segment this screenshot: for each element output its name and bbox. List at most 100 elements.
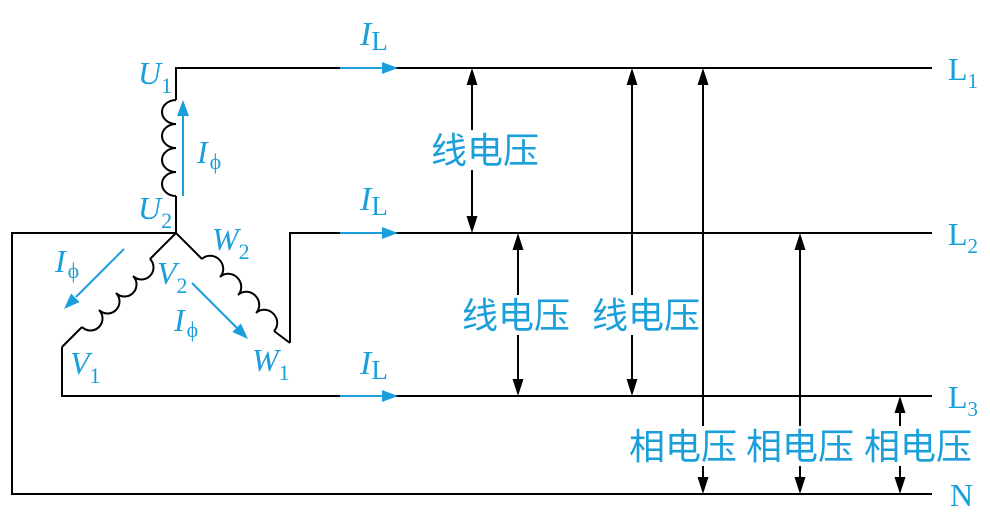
phase-current-label-w: Iϕ <box>173 302 198 342</box>
arrowhead-right <box>382 62 398 74</box>
wiring <box>11 67 932 495</box>
arrowhead-down <box>697 477 709 494</box>
arrow-shaft <box>191 282 239 330</box>
terminal-subscript: 1 <box>90 363 101 388</box>
terminal-letter: U <box>138 190 163 226</box>
coil-phase-u <box>161 99 177 197</box>
phase-voltage-arrow-l1-n <box>697 68 709 494</box>
arrowhead-up <box>177 100 189 116</box>
line-current-label-l2: IL <box>359 181 388 221</box>
label-background <box>746 426 854 466</box>
label-background <box>629 426 737 466</box>
current-subscript: ϕ <box>187 317 199 342</box>
label-background <box>864 426 972 466</box>
wire-w1-lead <box>273 330 291 344</box>
terminal-label-w1: W1 <box>252 342 290 385</box>
terminal-labels: U1 U2 W2 V2 V1 W1 <box>70 55 290 388</box>
wire-line-l3 <box>61 347 932 397</box>
terminal-letter: W <box>212 221 242 257</box>
arrowhead-down-right <box>232 323 248 339</box>
line-current-label-l3: IL <box>359 345 388 385</box>
line-current-arrow-l3 <box>340 390 398 402</box>
terminal-subscript: 2 <box>161 208 172 233</box>
wire-line-l1 <box>175 67 932 100</box>
terminal-letter: V <box>70 345 93 381</box>
arrowhead-down <box>894 477 906 494</box>
label-background <box>431 130 539 170</box>
terminal-label-v2: V2 <box>157 255 188 298</box>
phase-current-label-u: Iϕ <box>196 134 221 174</box>
line-current-arrows <box>340 62 398 402</box>
arrowhead-down <box>626 379 638 396</box>
line-label-subscript: 1 <box>968 69 979 93</box>
line-current-arrow-l1 <box>340 62 398 74</box>
terminal-subscript: 2 <box>177 273 188 298</box>
arrowhead-up <box>512 233 524 250</box>
current-symbol: I <box>196 134 209 170</box>
line-label-subscript: 3 <box>968 397 979 421</box>
terminal-letter: U <box>138 55 163 91</box>
phase-voltage-label-l2: 相电压 <box>746 427 854 468</box>
terminal-subscript: 1 <box>279 360 290 385</box>
phase-current-arrow-w <box>191 282 248 339</box>
phase-current-arrow-u <box>177 100 189 196</box>
phase-voltage-label-l1: 相电压 <box>629 427 737 468</box>
line-voltage-label-l1-l2: 线电压 <box>431 131 539 172</box>
terminal-label-w2: W2 <box>212 221 250 264</box>
arrowhead-down-left <box>64 293 80 309</box>
arrowhead-right <box>382 390 398 402</box>
wire-line-l2 <box>289 232 932 343</box>
current-symbol: I <box>54 243 67 279</box>
coil-phase-v <box>81 258 155 332</box>
wire-star-point-to-v2 <box>149 232 177 260</box>
arrowhead-up <box>626 68 638 85</box>
current-subscript: L <box>371 191 388 221</box>
current-subscript: L <box>371 355 388 385</box>
line-labels: L1 L2 L3 N <box>948 51 978 513</box>
line-label-l1: L1 <box>948 51 978 93</box>
current-subscript: ϕ <box>210 149 222 174</box>
terminal-letter: W <box>252 342 282 378</box>
line-voltage-label-l1-l3: 线电压 <box>592 296 700 337</box>
terminal-subscript: 2 <box>239 239 250 264</box>
line-current-label-l1: IL <box>359 16 388 56</box>
current-subscript: L <box>371 26 388 56</box>
label-background <box>592 295 700 335</box>
terminal-letter: V <box>157 255 180 291</box>
line-label-letter: L <box>948 51 968 87</box>
line-label-letter: L <box>948 216 968 252</box>
line-voltage-label-l2-l3: 线电压 <box>462 296 570 337</box>
wire-star-point-to-w2 <box>175 232 203 260</box>
phase-current-arrow-v <box>64 248 125 309</box>
wire-neutral <box>11 232 932 495</box>
arrow-shaft <box>75 248 125 298</box>
arrowhead-down <box>512 379 524 396</box>
voltage-labels: 线电压 线电压 线电压 相电压 相电压 相电压 <box>431 130 972 468</box>
phase-current-arrows <box>64 100 248 339</box>
terminal-label-u1: U1 <box>138 55 172 98</box>
current-symbol: I <box>359 16 373 53</box>
arrowhead-up <box>794 233 806 250</box>
line-label-letter: L <box>948 379 968 415</box>
phase-voltage-label-l3: 相电压 <box>864 427 972 468</box>
coil-phase-w <box>201 254 279 332</box>
phase-current-labels: Iϕ Iϕ Iϕ <box>54 134 221 342</box>
arrowhead-right <box>382 227 398 239</box>
current-subscript: ϕ <box>68 258 80 283</box>
current-symbol: I <box>359 345 373 382</box>
label-background <box>462 295 570 335</box>
line-label-l3: L3 <box>948 379 978 421</box>
terminal-subscript: 1 <box>161 73 172 98</box>
line-current-arrow-l2 <box>340 227 398 239</box>
current-symbol: I <box>173 302 186 338</box>
wire-v1-lead <box>61 326 83 348</box>
line-label-l2: L2 <box>948 216 978 258</box>
current-symbol: I <box>359 181 373 218</box>
arrowhead-down <box>466 216 478 233</box>
arrowhead-down <box>794 477 806 494</box>
phase-current-label-v: Iϕ <box>54 243 79 283</box>
line-label-subscript: 2 <box>968 234 979 258</box>
arrowhead-up <box>697 68 709 85</box>
arrowhead-up <box>894 396 906 413</box>
